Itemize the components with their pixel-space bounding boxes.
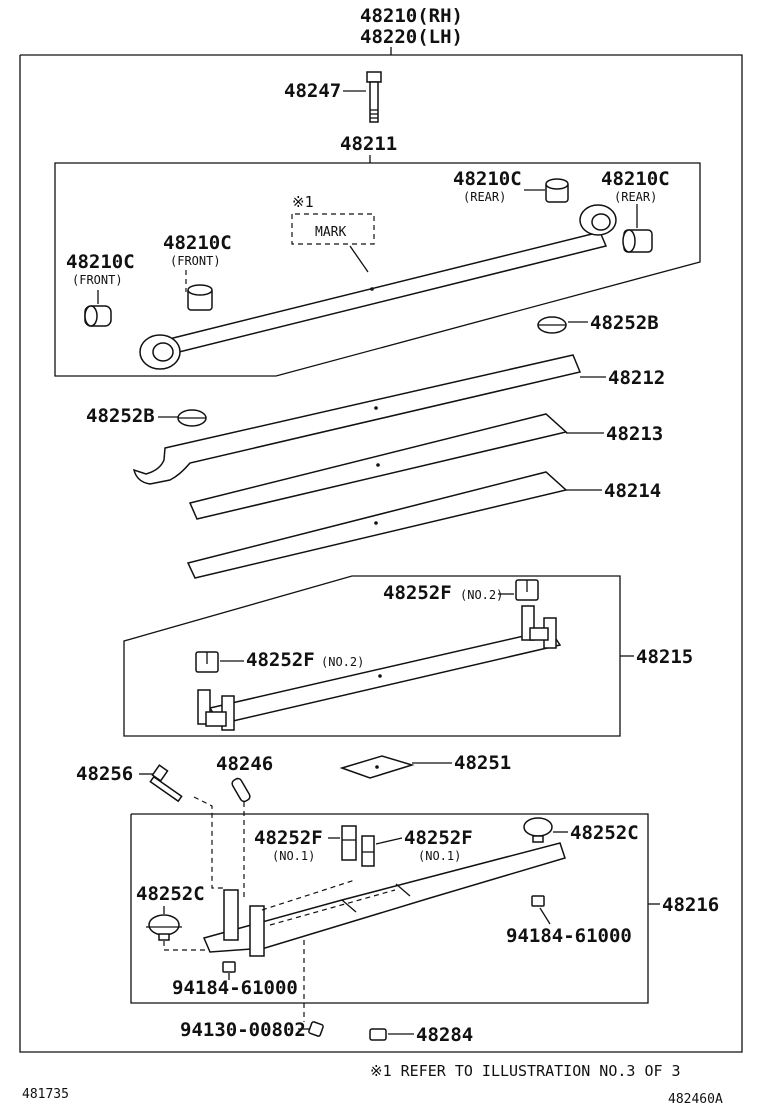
part-94184-left-label[interactable]: 94184-61000 (172, 977, 298, 999)
part-94130-label[interactable]: 94130-00802 (180, 1019, 306, 1041)
leaf-48215[interactable] (197, 605, 562, 731)
bushing-48210c-rear-b[interactable] (622, 229, 653, 253)
leaf-48216[interactable] (202, 842, 566, 957)
part-48210c-front-a-note: (FRONT) (170, 254, 221, 268)
part-48213-label[interactable]: 48213 (606, 423, 663, 445)
part-48252b-right-label[interactable]: 48252B (590, 312, 659, 334)
bushing-48210c-rear-a[interactable] (545, 178, 569, 203)
mark-box (291, 213, 375, 245)
mark-leader (349, 245, 369, 273)
nut-94184-left[interactable] (222, 961, 236, 973)
part-48215-label[interactable]: 48215 (636, 646, 693, 668)
part-48252f-no1-left-label[interactable]: 48252F (254, 827, 323, 849)
catalog-code: 481735 (22, 1087, 69, 1102)
part-48210c-rear-b-label[interactable]: 48210C (601, 168, 670, 190)
part-94184-right-leader (539, 907, 551, 925)
clip-48252f-no2-left[interactable] (195, 651, 219, 673)
part-48210c-rear-a-note: (REAR) (463, 190, 506, 204)
leaf-48212[interactable] (132, 354, 582, 485)
part-48252f-no1-left-note: (NO.1) (272, 849, 315, 863)
part-48210c-front-b-label[interactable]: 48210C (66, 251, 135, 273)
leaf-48215-frame (123, 575, 621, 737)
clip-48252f-no2-top[interactable] (515, 579, 539, 601)
part-48252c-right-label[interactable]: 48252C (570, 822, 639, 844)
part-48252f-no2-top-label[interactable]: 48252F (383, 582, 452, 604)
part-48252c-left-label[interactable]: 48252C (136, 883, 205, 905)
part-48246-label[interactable]: 48246 (216, 753, 273, 775)
leaf-48213[interactable] (188, 413, 568, 520)
part-48256-label[interactable]: 48256 (76, 763, 133, 785)
bolt-48256[interactable] (149, 764, 183, 803)
part-48210c-front-a-label[interactable]: 48210C (163, 232, 232, 254)
insert-48252b-right[interactable] (537, 316, 567, 334)
bushing-48210c-front-b[interactable] (84, 305, 112, 327)
assembly-frame (19, 54, 743, 1053)
leaf-48216-frame (130, 813, 649, 1004)
part-48252f-no1-right-label[interactable]: 48252F (404, 827, 473, 849)
assembly-lh-label[interactable]: 48220(LH) (360, 26, 463, 48)
insert-48252c-left-path (163, 941, 206, 951)
part-48210c-front-b-note: (FRONT) (72, 273, 123, 287)
bolt-48256-path (193, 796, 226, 889)
pin-48246[interactable] (231, 777, 252, 803)
footnote-text: ※1 REFER TO ILLUSTRATION NO.3 OF 3 (370, 1062, 681, 1080)
part-48214-label[interactable]: 48214 (604, 480, 661, 502)
mark-ref: ※1 (292, 193, 314, 211)
leaf-48216-clip-path-b (269, 889, 396, 926)
diagram-code: 482460A (668, 1092, 723, 1107)
part-48251-label[interactable]: 48251 (454, 752, 511, 774)
insert-48252b-left[interactable] (177, 409, 207, 427)
leaf-48216-clip-path-a (261, 879, 356, 911)
nut-94184-right[interactable] (531, 895, 545, 907)
part-48212-label[interactable]: 48212 (608, 367, 665, 389)
part-94184-right-label[interactable]: 94184-61000 (506, 925, 632, 947)
nut-94130[interactable] (308, 1021, 324, 1037)
part-48210c-rear-a-label[interactable]: 48210C (453, 168, 522, 190)
part-48247-label[interactable]: 48247 (284, 80, 341, 102)
leaf-48211[interactable] (139, 204, 617, 370)
leaf-48211-frame (54, 162, 701, 377)
part-48252f-no2-top-note: (NO.2) (460, 588, 503, 602)
bumper-48284[interactable] (369, 1028, 387, 1041)
leaf-48214[interactable] (186, 471, 568, 579)
bolt-48247[interactable] (366, 71, 382, 123)
insert-48252c-left[interactable] (146, 914, 182, 941)
part-48252f-no1-right-note: (NO.1) (418, 849, 461, 863)
part-48216-label[interactable]: 48216 (662, 894, 719, 916)
clip-48252f-no1-left[interactable] (341, 825, 357, 861)
part-48211-label[interactable]: 48211 (340, 133, 397, 155)
bushing-48210c-front-a[interactable] (187, 284, 213, 311)
spacer-48251[interactable] (339, 755, 415, 779)
part-48252f-no1-right-leader (375, 837, 403, 845)
mark-label: MARK (315, 225, 346, 240)
assembly-rh-label[interactable]: 48210(RH) (360, 5, 463, 27)
part-48252b-left-label[interactable]: 48252B (86, 405, 155, 427)
part-48252f-no2-left-note: (NO.2) (321, 655, 364, 669)
part-48252f-no2-left-label[interactable]: 48252F (246, 649, 315, 671)
insert-48252c-right[interactable] (523, 817, 553, 843)
part-48210c-rear-b-note: (REAR) (614, 190, 657, 204)
clip-48252f-no1-right[interactable] (361, 835, 375, 867)
part-48284-label[interactable]: 48284 (416, 1024, 473, 1046)
